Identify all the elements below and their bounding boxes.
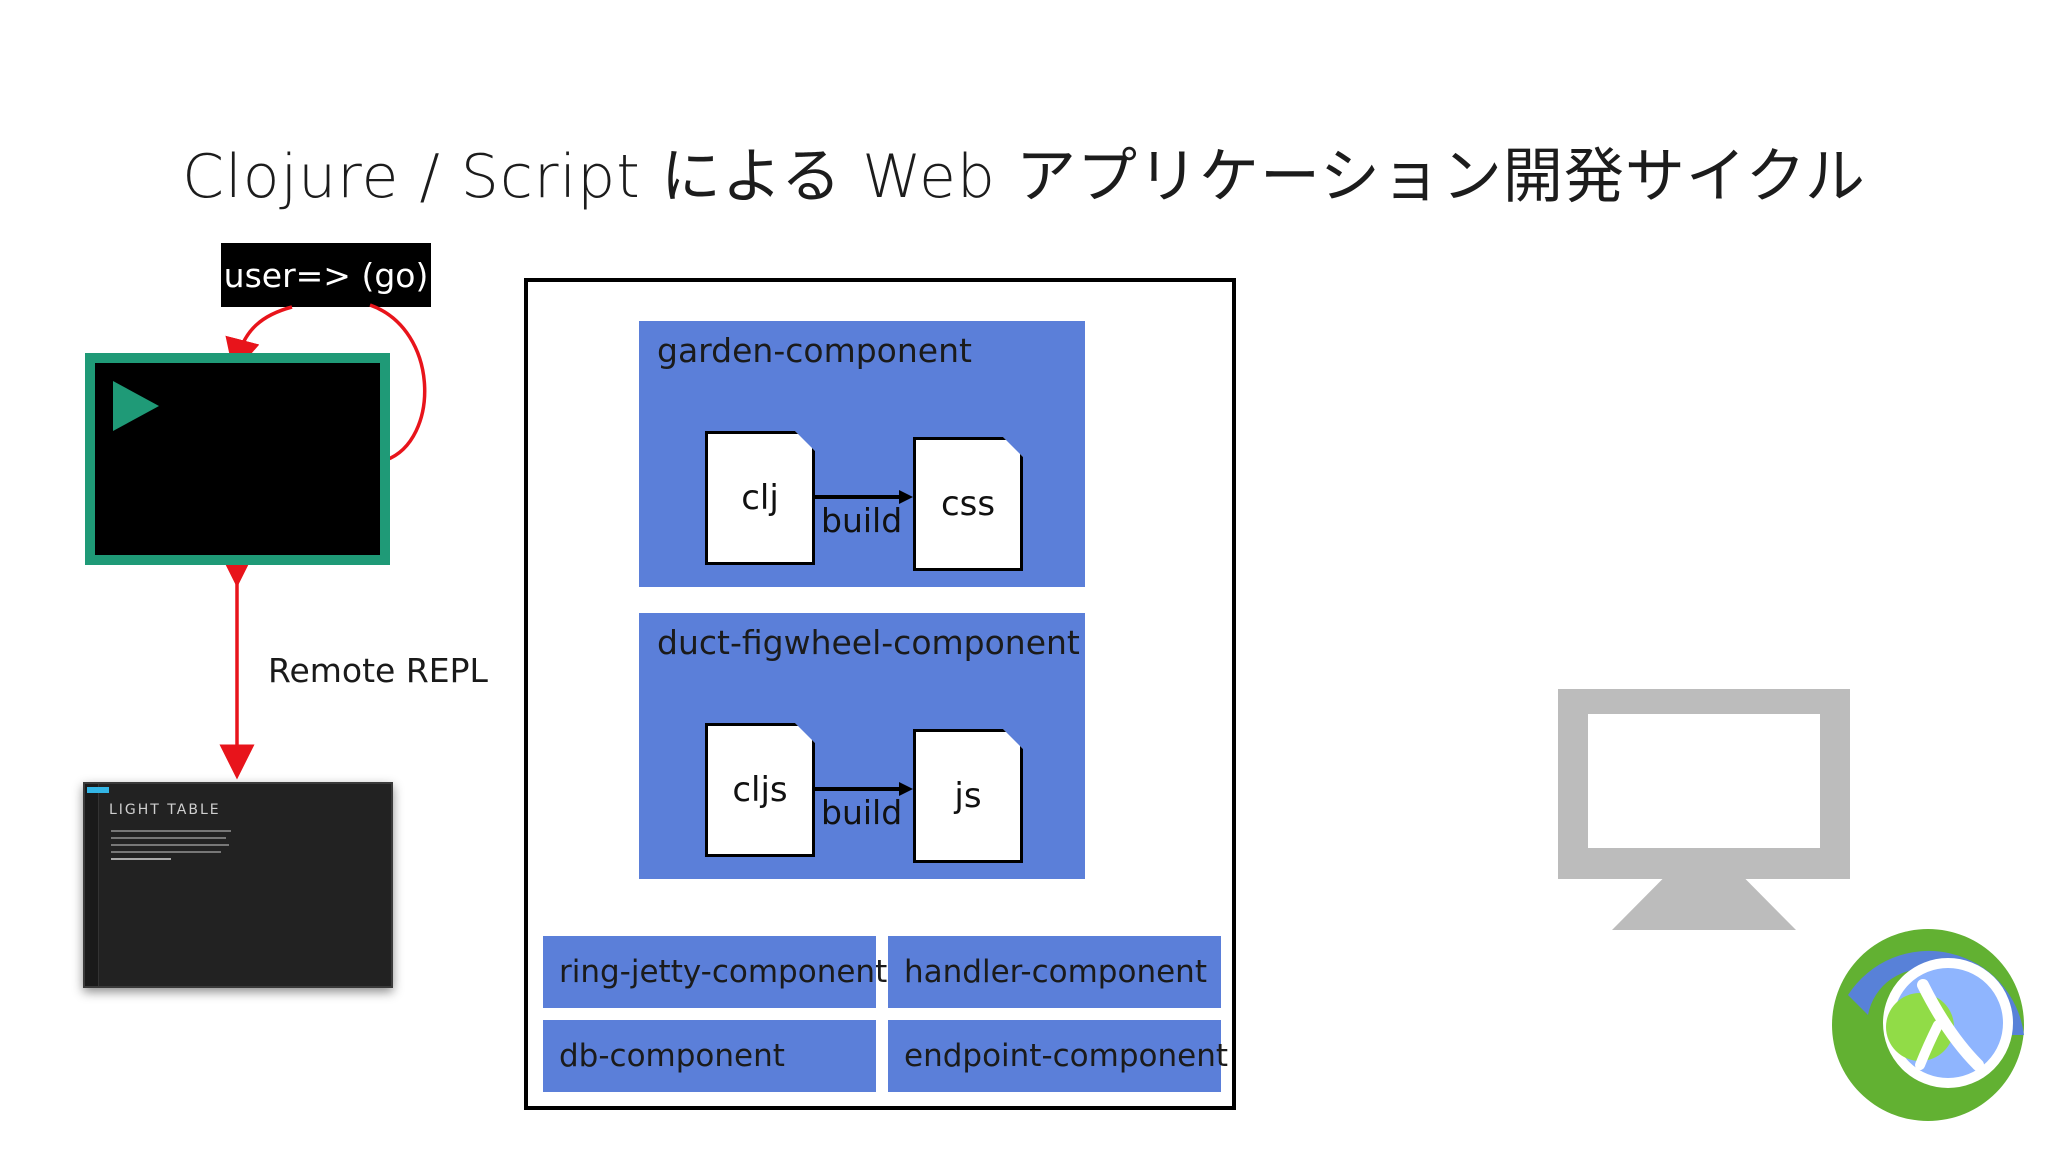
- endpoint-component-box: endpoint-component: [888, 1020, 1228, 1092]
- garden-component-box: garden-component clj css build: [639, 321, 1085, 587]
- cljs-document-icon: cljs: [705, 723, 815, 857]
- figwheel-component-label: duct-figwheel-component: [657, 623, 1080, 662]
- clojure-logo-icon: [1832, 929, 2024, 1121]
- desktop-monitor-icon: [1558, 689, 1850, 879]
- light-table-window: LIGHT TABLE: [83, 782, 393, 988]
- terminal-window: [85, 353, 390, 565]
- cljs-document-label: cljs: [732, 770, 788, 810]
- handler-component-label: handler-component: [904, 954, 1207, 990]
- light-table-text-line: [111, 851, 221, 853]
- figwheel-component-box: duct-figwheel-component cljs js build: [639, 613, 1085, 879]
- build-arrow-line: [815, 787, 901, 791]
- go-loop-arrow: [238, 303, 427, 462]
- css-document-label: css: [940, 484, 996, 524]
- build-label: build: [821, 501, 903, 540]
- build-label: build: [821, 793, 903, 832]
- build-arrow-line: [815, 495, 901, 499]
- clj-document-icon: clj: [705, 431, 815, 565]
- js-document-label: js: [954, 776, 982, 816]
- monitor-screen-area: [1588, 714, 1820, 848]
- play-icon: [113, 381, 159, 431]
- clj-document-label: clj: [741, 478, 779, 518]
- light-table-text-line: [111, 830, 231, 832]
- light-table-sidebar: [85, 784, 99, 986]
- build-arrow-head: [899, 782, 913, 796]
- db-component-label: db-component: [559, 1038, 785, 1074]
- light-table-title: LIGHT TABLE: [109, 802, 221, 818]
- ring-jetty-component-label: ring-jetty-component: [559, 954, 888, 990]
- light-table-badge: [87, 787, 109, 793]
- remote-repl-label: Remote REPL: [268, 651, 488, 690]
- js-document-icon: js: [913, 729, 1023, 863]
- build-arrow-head: [899, 490, 913, 504]
- slide-title: Clojure / Script による Web アプリケーション開発サイクル: [182, 142, 1866, 212]
- light-table-text-line: [111, 858, 171, 860]
- db-component-box: db-component: [543, 1020, 876, 1092]
- light-table-text-line: [111, 844, 229, 846]
- endpoint-component-label: endpoint-component: [904, 1038, 1229, 1074]
- repl-prompt: user=> (go): [221, 243, 431, 307]
- garden-component-label: garden-component: [657, 331, 972, 370]
- handler-component-box: handler-component: [888, 936, 1221, 1008]
- css-document-icon: css: [913, 437, 1023, 571]
- ring-jetty-component-box: ring-jetty-component: [543, 936, 887, 1008]
- light-table-text-line: [111, 837, 226, 839]
